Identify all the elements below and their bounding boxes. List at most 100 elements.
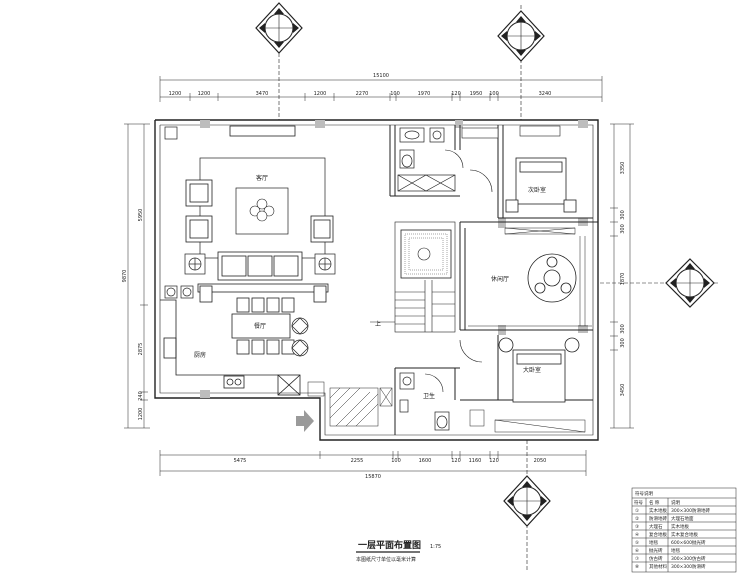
stair-up-label: 上 <box>375 320 381 328</box>
dining-table <box>231 297 295 355</box>
legend-desc-1: 300×300防滑地砖 <box>671 507 710 514</box>
legend-name-2: 防滑地砖 <box>649 515 667 522</box>
dim-top-5: 2270 <box>356 91 369 97</box>
legend-sym-7: ⑦ <box>635 556 639 562</box>
elevation-marker-bottom <box>503 440 551 570</box>
dimension-chain-left <box>124 123 150 429</box>
dim-bottom-1: 5475 <box>234 458 247 464</box>
legend-name-1: 实木地板 <box>649 507 667 514</box>
dim-right-6: 300 <box>620 338 626 348</box>
dim-bottom-4: 1600 <box>419 458 432 464</box>
dim-right-7: 3450 <box>620 384 626 397</box>
dim-left-overall: 9870 <box>122 270 128 283</box>
dim-top-overall: 15100 <box>373 73 389 79</box>
legend-desc-7: 300×300仿古砖 <box>671 555 706 562</box>
dim-left-1: 5950 <box>138 209 144 222</box>
dim-top-7: 1970 <box>418 91 431 97</box>
bath-door-swing <box>444 149 464 169</box>
legend-header: 符号说明 <box>635 490 653 497</box>
dim-left-3: 240 <box>138 391 144 401</box>
wardrobe-bedroom1 <box>519 125 561 137</box>
drawing-scale: 1:75 <box>430 544 441 550</box>
elevation-marker-top-right <box>497 5 545 120</box>
kitchen-counter <box>160 299 301 396</box>
dim-bottom-3: 100 <box>391 458 401 464</box>
legend-table <box>631 487 737 573</box>
room-label-bath: 卫生 <box>423 392 435 400</box>
dim-bottom-2: 2255 <box>351 458 364 464</box>
legend-sym-8: ⑧ <box>635 564 639 570</box>
leisure-hall-windows <box>468 227 592 327</box>
dim-right-2: 300 <box>620 210 626 220</box>
dim-bottom-overall: 15870 <box>365 474 381 480</box>
legend-desc-2: 大理石地面 <box>671 515 694 522</box>
sofa <box>217 251 303 281</box>
dim-top-8: 120 <box>451 91 461 97</box>
dim-right-4: 1870 <box>620 273 626 286</box>
bed-bedroom1 <box>505 157 577 213</box>
legend-sym-3: ③ <box>635 524 639 530</box>
wardrobe-top <box>461 127 499 139</box>
staircase <box>370 221 456 333</box>
bath2-door-swing <box>424 373 444 393</box>
bedroom2-door-swing <box>459 339 483 363</box>
legend-desc-0: 说明 <box>671 499 680 506</box>
bathroom-top <box>397 127 456 192</box>
legend-col-name: 名 称 <box>649 499 660 506</box>
room-label-living: 客厅 <box>256 174 268 182</box>
exterior-walls <box>154 119 599 441</box>
drawing-subtitle: 本图纸尺寸单位以毫米计算 <box>356 556 416 563</box>
flower-arrangement-icon <box>249 198 275 222</box>
dim-top-6: 100 <box>390 91 400 97</box>
dim-top-4: 1200 <box>314 91 327 97</box>
dim-top-9: 1950 <box>470 91 483 97</box>
room-label-leisure: 休闲厅 <box>491 275 509 283</box>
dimension-chain-right <box>610 123 634 429</box>
elevation-marker-top-left <box>255 2 303 120</box>
legend-sym-1: ① <box>635 508 639 514</box>
side-table-lamp-icon <box>184 253 336 275</box>
tv-cabinet <box>229 125 296 137</box>
legend-name-3: 大理石 <box>649 523 663 530</box>
room-label-kitchen: 厨房 <box>194 351 206 359</box>
corner-plant-icon <box>164 126 178 140</box>
legend-desc-8: 300×300防滑砖 <box>671 563 706 570</box>
half-wall-divider <box>197 283 329 303</box>
dim-top-2: 1200 <box>198 91 211 97</box>
stair-patterned-landing <box>400 229 452 279</box>
dim-left-2: 2875 <box>138 343 144 356</box>
round-coffee-table <box>527 253 577 303</box>
legend-col-symbol: 符号 <box>634 499 643 506</box>
legend-name-5: 地毯 <box>649 539 658 546</box>
dimension-chain-bottom <box>159 450 587 476</box>
drawing-title: 一层平面布置图 <box>358 539 421 551</box>
bathroom-bottom <box>399 372 450 431</box>
dim-top-1: 1200 <box>169 91 182 97</box>
dim-top-10: 100 <box>489 91 499 97</box>
bed-bedroom2 <box>498 337 580 403</box>
interior-walls <box>389 125 598 435</box>
dim-top-11: 3240 <box>539 91 552 97</box>
legend-name-7: 仿古砖 <box>649 555 663 562</box>
legend-name-6: 抛光砖 <box>649 547 663 554</box>
wardrobe-bedroom2 <box>469 409 586 433</box>
dim-bottom-5: 120 <box>451 458 461 464</box>
dim-bottom-7: 120 <box>489 458 499 464</box>
dim-right-3: 300 <box>620 224 626 234</box>
legend-sym-4: ④ <box>635 532 639 538</box>
dim-right-5: 300 <box>620 324 626 334</box>
legend-sym-6: ⑥ <box>635 548 639 554</box>
legend-desc-5: 600×600抛光砖 <box>671 539 706 546</box>
room-label-dining: 餐厅 <box>254 322 266 330</box>
room-label-bedroom1: 次卧室 <box>528 186 546 194</box>
dim-bottom-6: 1160 <box>469 458 482 464</box>
entry-arrow-icon <box>296 410 314 432</box>
legend-desc-4: 实木复合地板 <box>671 531 698 538</box>
legend-sym-5: ⑤ <box>635 540 639 546</box>
fridge-icon <box>164 285 194 299</box>
legend-sym-2: ② <box>635 516 639 522</box>
elevation-marker-right <box>600 258 720 308</box>
legend-name-4: 复合地板 <box>649 531 667 538</box>
dim-bottom-8: 2050 <box>534 458 547 464</box>
